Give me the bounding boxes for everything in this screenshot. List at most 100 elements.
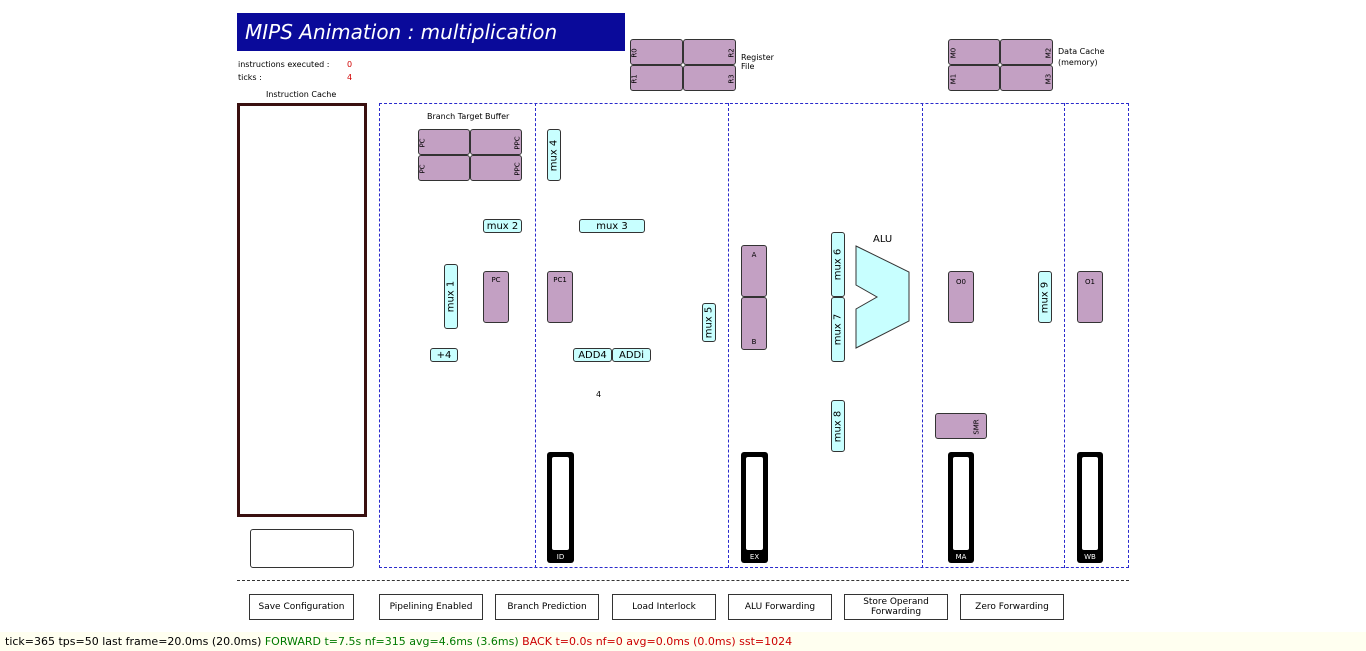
btb-ppc-0-label: PPC — [513, 136, 522, 150]
pipeline-region — [379, 103, 1129, 568]
add4-adder[interactable]: ADD4 — [573, 348, 612, 362]
o0-register-label: O0 — [956, 278, 966, 286]
stage-divider-ex-ma — [922, 103, 923, 568]
mux-8-label: mux 8 — [832, 410, 844, 442]
register-r3-label: R3 — [727, 74, 736, 84]
wb-pipeline-register[interactable]: WB — [1077, 452, 1103, 563]
stage-divider-if-id — [535, 103, 536, 568]
id-stage-label: ID — [556, 553, 565, 561]
ex-stage-label: EX — [749, 553, 760, 561]
alu-label: ALU — [873, 234, 893, 245]
mux-3-label: mux 3 — [596, 220, 628, 232]
mux-2[interactable]: mux 2 — [483, 219, 522, 233]
status-forward-info: FORWARD t=7.5s nf=315 avg=4.6ms (3.6ms) — [264, 635, 523, 648]
addi-label: ADDi — [618, 349, 645, 361]
mux-1-label: mux 1 — [445, 280, 457, 313]
status-back-info: BACK t=0.0s nf=0 avg=0.0ms (0.0ms) sst=1… — [522, 635, 793, 648]
plus4-adder[interactable]: +4 — [430, 348, 458, 362]
mux-2-label: mux 2 — [486, 220, 519, 232]
memory-m0[interactable]: M0 — [948, 39, 1000, 65]
b-register[interactable]: B — [741, 297, 767, 350]
instruction-cache[interactable] — [237, 103, 367, 517]
addi-adder[interactable]: ADDi — [612, 348, 651, 362]
stage-divider-ma-wb — [1064, 103, 1065, 568]
register-file-label: Register File — [741, 53, 774, 71]
register-r1-label: R1 — [630, 74, 639, 84]
controls-separator — [237, 580, 1129, 581]
smr-register[interactable]: SMR — [935, 413, 987, 439]
register-r2[interactable]: R2 — [683, 39, 736, 65]
store-operand-forwarding-button[interactable]: Store Operand Forwarding — [844, 594, 948, 620]
status-frame-info: tick=365 tps=50 last frame=20.0ms (20.0m… — [5, 635, 265, 648]
immediate-value: 4 — [596, 390, 602, 399]
memory-m0-label: M0 — [949, 47, 958, 59]
mux-7-label: mux 7 — [832, 313, 844, 346]
pipelining-enabled-button[interactable]: Pipelining Enabled — [379, 594, 483, 620]
memory-m1-label: M1 — [949, 73, 958, 85]
a-register-label: A — [751, 251, 757, 259]
memory-m2[interactable]: M2 — [1000, 39, 1053, 65]
mux-9[interactable]: mux 9 — [1038, 271, 1052, 323]
pc-register[interactable]: PC — [483, 271, 509, 323]
mux-5[interactable]: mux 5 — [702, 303, 716, 342]
btb-pc-1-label: PC — [418, 164, 427, 174]
branch-prediction-button[interactable]: Branch Prediction — [495, 594, 599, 620]
memory-m3-label: M3 — [1043, 73, 1052, 85]
o0-register[interactable]: O0 — [948, 271, 974, 323]
memory-m1[interactable]: M1 — [948, 65, 1000, 91]
register-r1[interactable]: R1 — [630, 65, 683, 91]
pc1-register[interactable]: PC1 — [547, 271, 573, 323]
mux-8[interactable]: mux 8 — [831, 400, 845, 452]
instruction-display-box — [250, 529, 354, 568]
mux-4-label: mux 4 — [548, 139, 560, 171]
o1-register-label: O1 — [1085, 278, 1095, 286]
add4-label: ADD4 — [578, 349, 607, 361]
instructions-executed-value: 0 — [347, 60, 353, 69]
register-r0-label: R0 — [630, 48, 639, 58]
btb-ppc-1[interactable]: PPC — [470, 155, 522, 181]
instructions-executed-label: instructions executed : — [238, 60, 330, 69]
btb-pc-0-label: PC — [418, 138, 427, 148]
smr-register-label: SMR — [972, 419, 981, 435]
btb-pc-1[interactable]: PC — [418, 155, 470, 181]
data-cache-label: Data Cache (memory) — [1058, 47, 1105, 67]
register-r3[interactable]: R3 — [683, 65, 736, 91]
o1-register[interactable]: O1 — [1077, 271, 1103, 323]
pc-register-label: PC — [491, 276, 501, 284]
a-register[interactable]: A — [741, 245, 767, 297]
save-configuration-button[interactable]: Save Configuration — [249, 594, 354, 620]
status-bar: tick=365 tps=50 last frame=20.0ms (20.0m… — [0, 632, 1366, 651]
stage-divider-id-ex — [728, 103, 729, 568]
zero-forwarding-button[interactable]: Zero Forwarding — [960, 594, 1064, 620]
mux-4[interactable]: mux 4 — [547, 129, 561, 181]
register-r2-label: R2 — [727, 48, 736, 58]
load-interlock-button[interactable]: Load Interlock — [612, 594, 716, 620]
mux-6[interactable]: mux 6 — [831, 232, 845, 297]
btb-pc-0[interactable]: PC — [418, 129, 470, 155]
mux-3[interactable]: mux 3 — [579, 219, 645, 233]
ex-pipeline-register[interactable]: EX — [741, 452, 768, 563]
btb-ppc-1-label: PPC — [513, 162, 522, 176]
memory-m2-label: M2 — [1043, 47, 1052, 59]
ticks-value: 4 — [347, 73, 353, 82]
b-register-label: B — [751, 338, 757, 346]
alu-forwarding-button[interactable]: ALU Forwarding — [728, 594, 832, 620]
alu-shape — [855, 245, 910, 349]
register-r0[interactable]: R0 — [630, 39, 683, 65]
id-pipeline-register[interactable]: ID — [547, 452, 574, 563]
ma-stage-label: MA — [955, 553, 967, 561]
mux-5-label: mux 5 — [703, 306, 715, 339]
memory-m3[interactable]: M3 — [1000, 65, 1053, 91]
page-title: MIPS Animation : multiplication — [237, 13, 625, 51]
mux-1[interactable]: mux 1 — [444, 264, 458, 329]
wb-stage-label: WB — [1084, 553, 1096, 561]
mux-9-label: mux 9 — [1039, 281, 1051, 313]
plus4-label: +4 — [436, 349, 452, 361]
mux-6-label: mux 6 — [832, 248, 844, 281]
mux-7[interactable]: mux 7 — [831, 297, 845, 362]
btb-label: Branch Target Buffer — [427, 112, 510, 121]
ticks-label: ticks : — [238, 73, 262, 82]
ma-pipeline-register[interactable]: MA — [948, 452, 974, 563]
btb-ppc-0[interactable]: PPC — [470, 129, 522, 155]
pc1-register-label: PC1 — [553, 276, 567, 284]
